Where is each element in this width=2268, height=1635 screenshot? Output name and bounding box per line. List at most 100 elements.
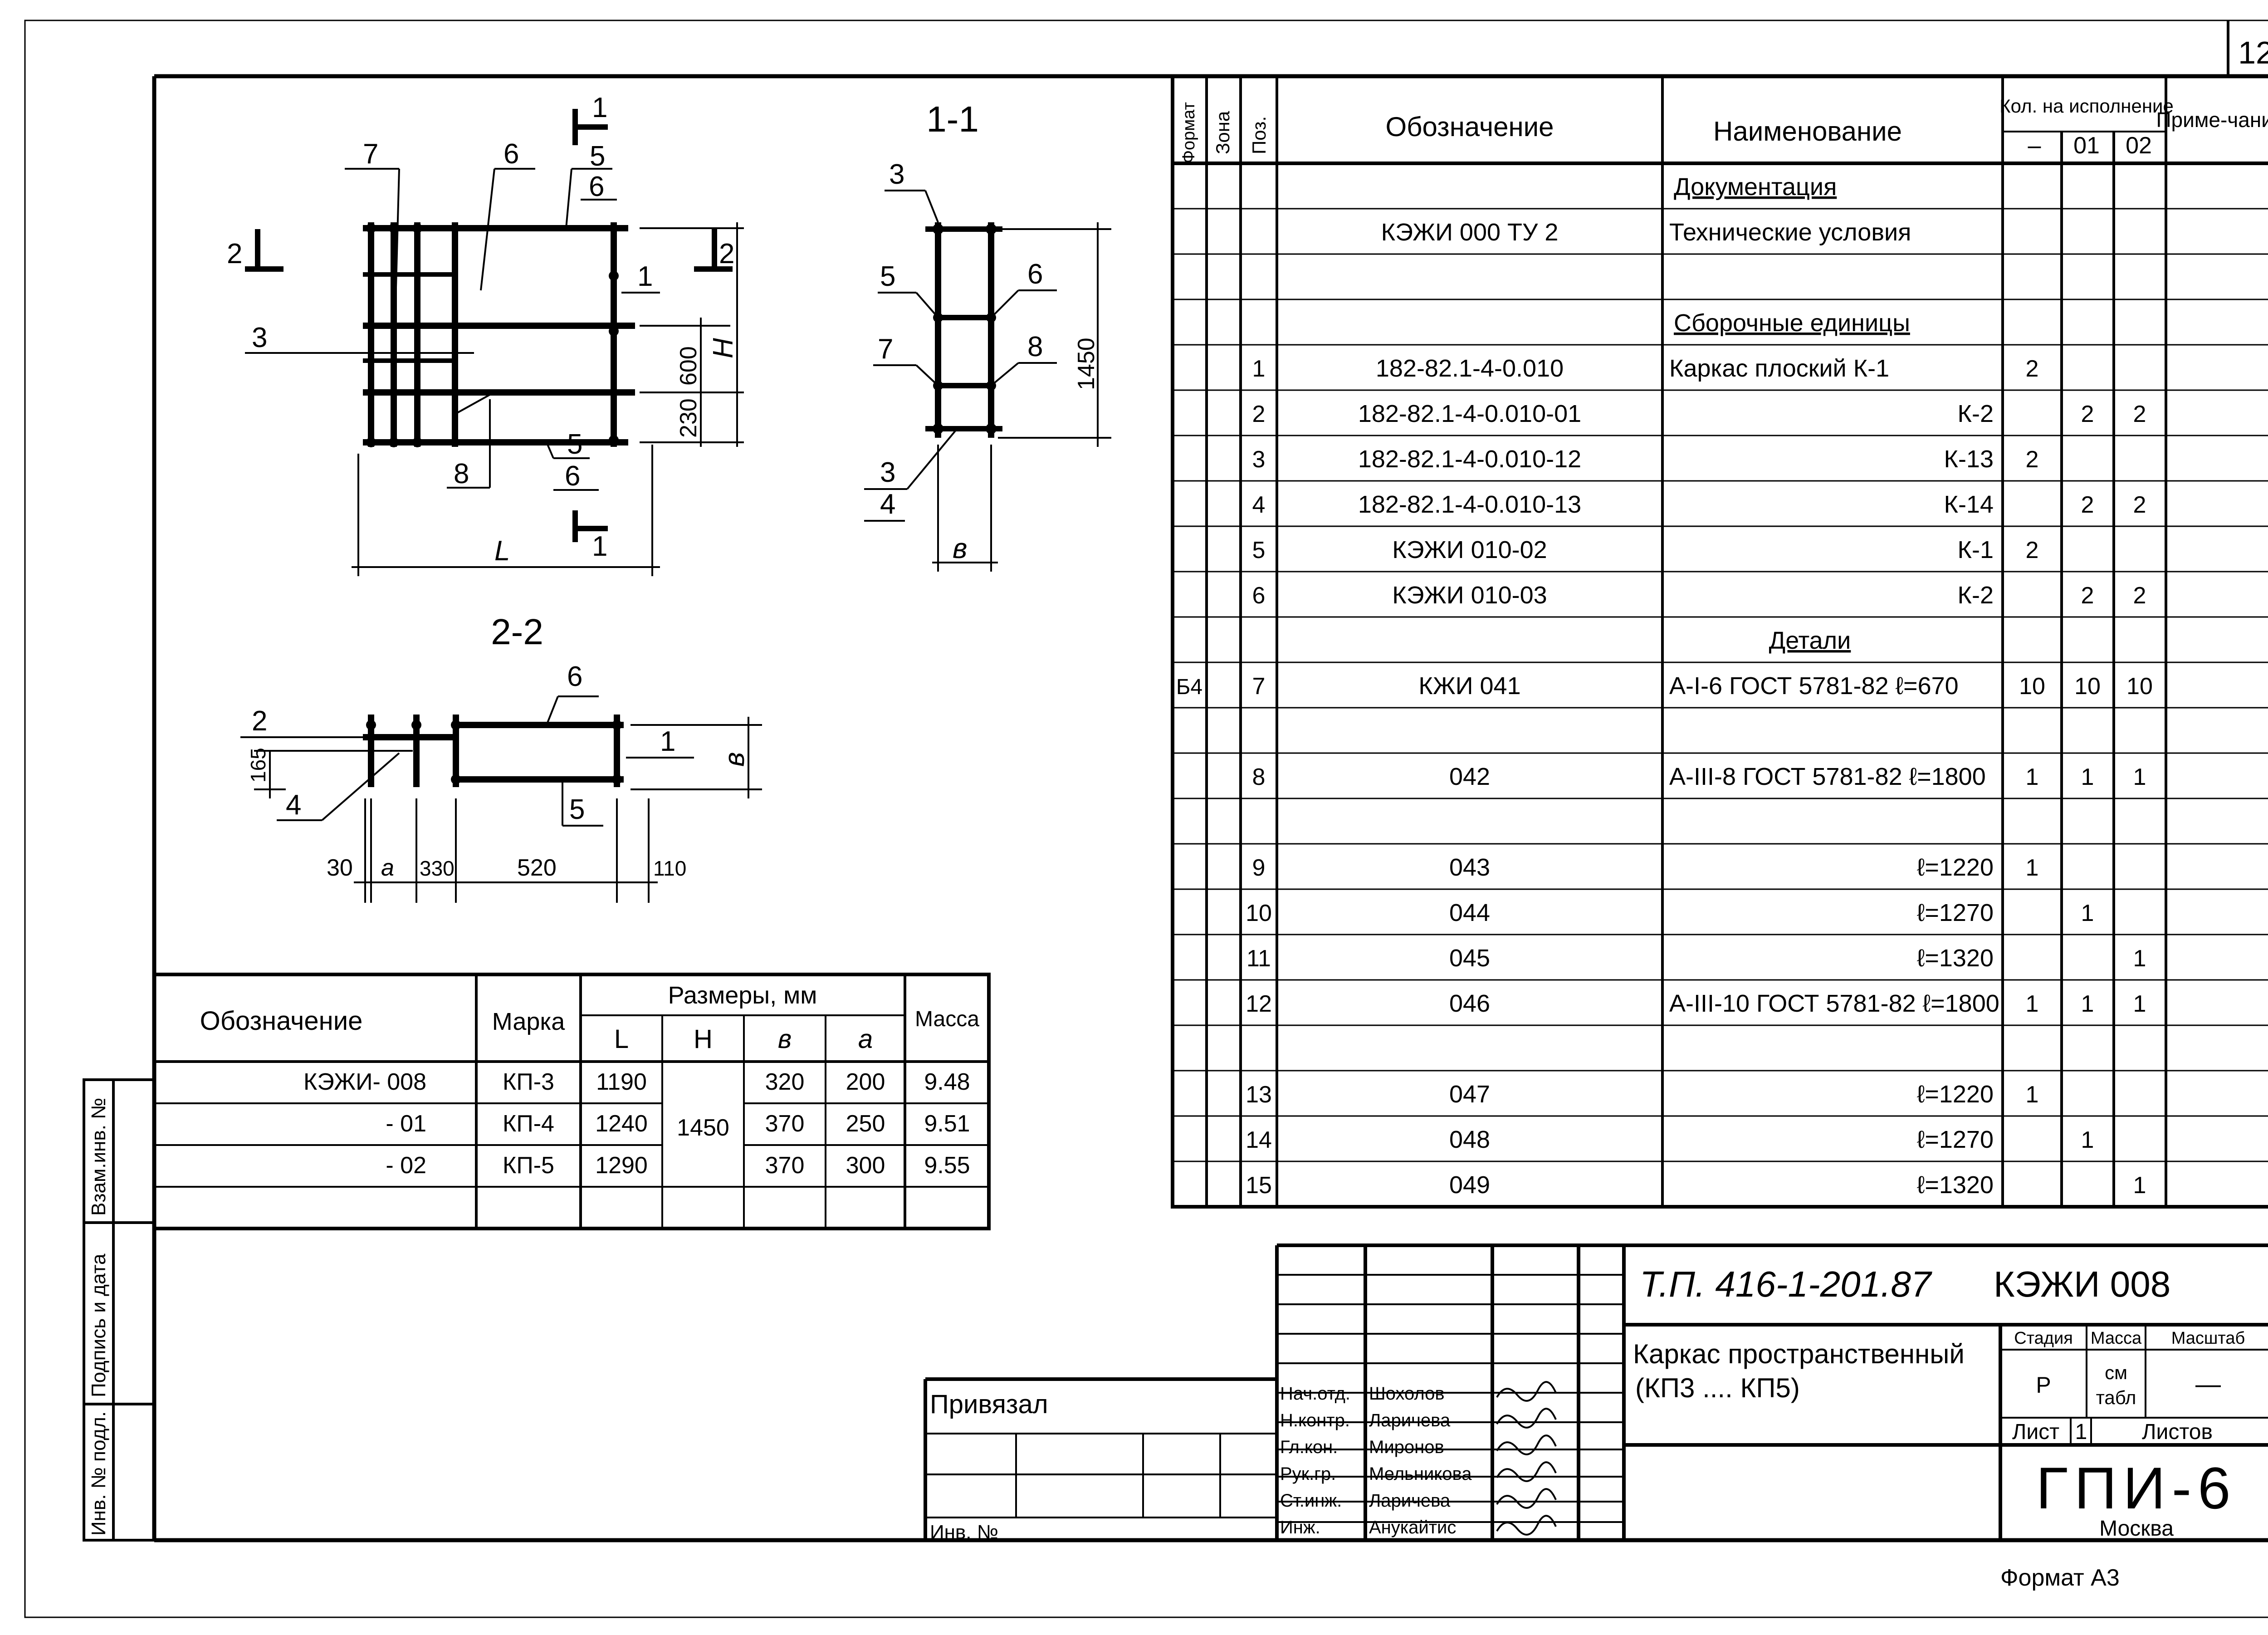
- spec-row-name: К-2: [1958, 582, 1994, 609]
- vt-row-L: 1290: [595, 1152, 648, 1179]
- spec-header-qty: Кол. на исполнение: [1999, 95, 2174, 117]
- spec-row-designation: КЭЖИ 010-03: [1392, 582, 1547, 609]
- spec-row-name: ℓ=1320: [1917, 945, 1994, 972]
- section-2-2: [240, 695, 762, 903]
- spec-row-pos: 8: [1252, 764, 1266, 790]
- sec11-pos-5: 5: [880, 261, 895, 292]
- spec-row-qty-0: 1: [2026, 991, 2039, 1017]
- vt-row-designation: КЭЖИ- 008: [303, 1069, 426, 1095]
- plan-pos-7: 7: [363, 138, 378, 170]
- spec-row-qty-0: 1: [2026, 764, 2039, 790]
- title-block-grid: [924, 1243, 2268, 1540]
- tb-sheets-label: Листов: [2142, 1420, 2213, 1444]
- tb-signer-name: Шохолов: [1369, 1384, 1445, 1404]
- tb-signer-name: Мельникова: [1369, 1464, 1472, 1484]
- spec-header-name: Наименование: [1713, 116, 1902, 147]
- plan-pos-3: 3: [252, 322, 267, 353]
- tb-org: ГПИ-6: [2036, 1455, 2237, 1521]
- spec-row-pos: 2: [1252, 401, 1266, 427]
- plan-pos-5a: 5: [590, 141, 605, 172]
- sec22-dim-330: 330: [420, 857, 455, 880]
- tb-city: Москва: [2099, 1517, 2174, 1541]
- spec-row-name: ℓ=1320: [1917, 1171, 1994, 1199]
- signature-mark: [1496, 1515, 1557, 1536]
- tb-signer-role: Инж.: [1280, 1518, 1320, 1537]
- spec-row-designation: КЭЖИ 000 ТУ 2: [1381, 219, 1559, 246]
- vt-row-designation: - 01: [386, 1111, 426, 1137]
- vt-header-L: L: [614, 1024, 629, 1054]
- spec-row-qty-0: 10: [2019, 673, 2045, 700]
- spec-header-note: Приме-чание: [2156, 108, 2268, 132]
- cut-1-top-label: 1: [592, 92, 607, 123]
- tb-signer-role: Н.контр.: [1280, 1410, 1350, 1430]
- spec-row-designation: КЖИ 041: [1418, 672, 1520, 700]
- sec22-dim-110: 110: [653, 857, 686, 880]
- sec22-dim-30: 30: [327, 855, 353, 881]
- spec-row-qty-2: 2: [2133, 492, 2146, 518]
- plan-view: [245, 109, 744, 576]
- tb-signer-name: Ларичева: [1369, 1410, 1451, 1430]
- signature-mark: [1496, 1381, 1557, 1402]
- tb-signer-role: Ст.инж.: [1280, 1491, 1342, 1511]
- spec-row-qty-0: 2: [2026, 356, 2039, 382]
- spec-row-qty-0: 1: [2026, 1082, 2039, 1108]
- sec11-pos-3a: 3: [889, 159, 904, 190]
- spec-row-name: А-I-6 ГОСТ 5781-82 ℓ=670: [1669, 672, 1959, 700]
- spec-row-pos: 15: [1246, 1172, 1272, 1199]
- spec-header-designation: Обозначение: [1385, 112, 1554, 142]
- sec22-pos-6: 6: [567, 661, 582, 692]
- section-1-1: [864, 190, 1111, 572]
- vt-row-mass: 9.48: [924, 1069, 970, 1095]
- vt-header-a: a: [858, 1024, 873, 1054]
- vt-row-b: 320: [765, 1069, 805, 1095]
- plan-pos-6b: 6: [589, 171, 604, 202]
- section-2-2-title: 2-2: [491, 612, 543, 652]
- spec-row-qty-2: 10: [2126, 673, 2153, 700]
- plan-dim-230: 230: [675, 398, 702, 438]
- section-1-1-title: 1-1: [926, 99, 979, 139]
- tb-signer-name: Анукайтис: [1369, 1518, 1456, 1537]
- spec-row-name: К-1: [1958, 536, 1994, 563]
- spec-row-name: ℓ=1270: [1917, 1126, 1994, 1153]
- sec11-pos-7: 7: [878, 333, 893, 365]
- spec-row-name: Детали: [1769, 627, 1851, 654]
- spec-row-qty-2: 1: [2133, 945, 2146, 972]
- spec-row-name: Каркас плоский К-1: [1669, 355, 1889, 382]
- spec-row-name: К-13: [1944, 445, 1994, 473]
- sec22-pos-4: 4: [286, 789, 301, 821]
- vt-row-mark: КП-4: [503, 1111, 554, 1137]
- spec-row-qty-0: 1: [2026, 855, 2039, 881]
- sec11-pos-6: 6: [1027, 259, 1043, 290]
- sec11-pos-4: 4: [880, 489, 895, 520]
- spec-row-pos: 14: [1246, 1127, 1272, 1153]
- tb-signer-name: Миронов: [1369, 1437, 1444, 1457]
- spec-row-qty-2: 2: [2133, 583, 2146, 609]
- signature-mark: [1496, 1434, 1557, 1455]
- spec-row-qty-2: 2: [2133, 401, 2146, 427]
- sec22-dim-520: 520: [517, 855, 557, 881]
- variants-table-grid: [152, 973, 991, 1230]
- vt-header-mark: Марка: [492, 1008, 565, 1035]
- spec-row-name: Сборочные единицы: [1674, 309, 1910, 337]
- cut-1-bottom-label: 1: [592, 531, 607, 562]
- cut-2-left-label: 2: [227, 238, 242, 269]
- tb-doc-code: КЭЖИ 008: [1994, 1264, 2170, 1304]
- spec-row-pos: 10: [1246, 900, 1272, 926]
- spec-row-pos: 6: [1252, 583, 1266, 609]
- spec-row-designation: КЭЖИ 010-02: [1392, 536, 1547, 563]
- spec-row-format: Б4: [1176, 675, 1202, 699]
- vt-header-H: H: [694, 1024, 713, 1054]
- vt-row-a: 200: [846, 1069, 885, 1095]
- spec-row-designation: 046: [1449, 990, 1490, 1017]
- spec-row-name: ℓ=1270: [1917, 899, 1994, 926]
- tb-stage: Р: [2036, 1372, 2051, 1398]
- tb-sheet-value: 1: [2075, 1420, 2087, 1444]
- tb-mass-label: Масса: [2091, 1329, 2142, 1348]
- signature-mark: [1496, 1461, 1557, 1482]
- spec-row-pos: 13: [1246, 1082, 1272, 1108]
- spec-row-designation: 182-82.1-4-0.010-01: [1358, 400, 1581, 427]
- vt-row-b: 370: [765, 1152, 805, 1179]
- tb-binding-label: Привязал: [930, 1390, 1048, 1419]
